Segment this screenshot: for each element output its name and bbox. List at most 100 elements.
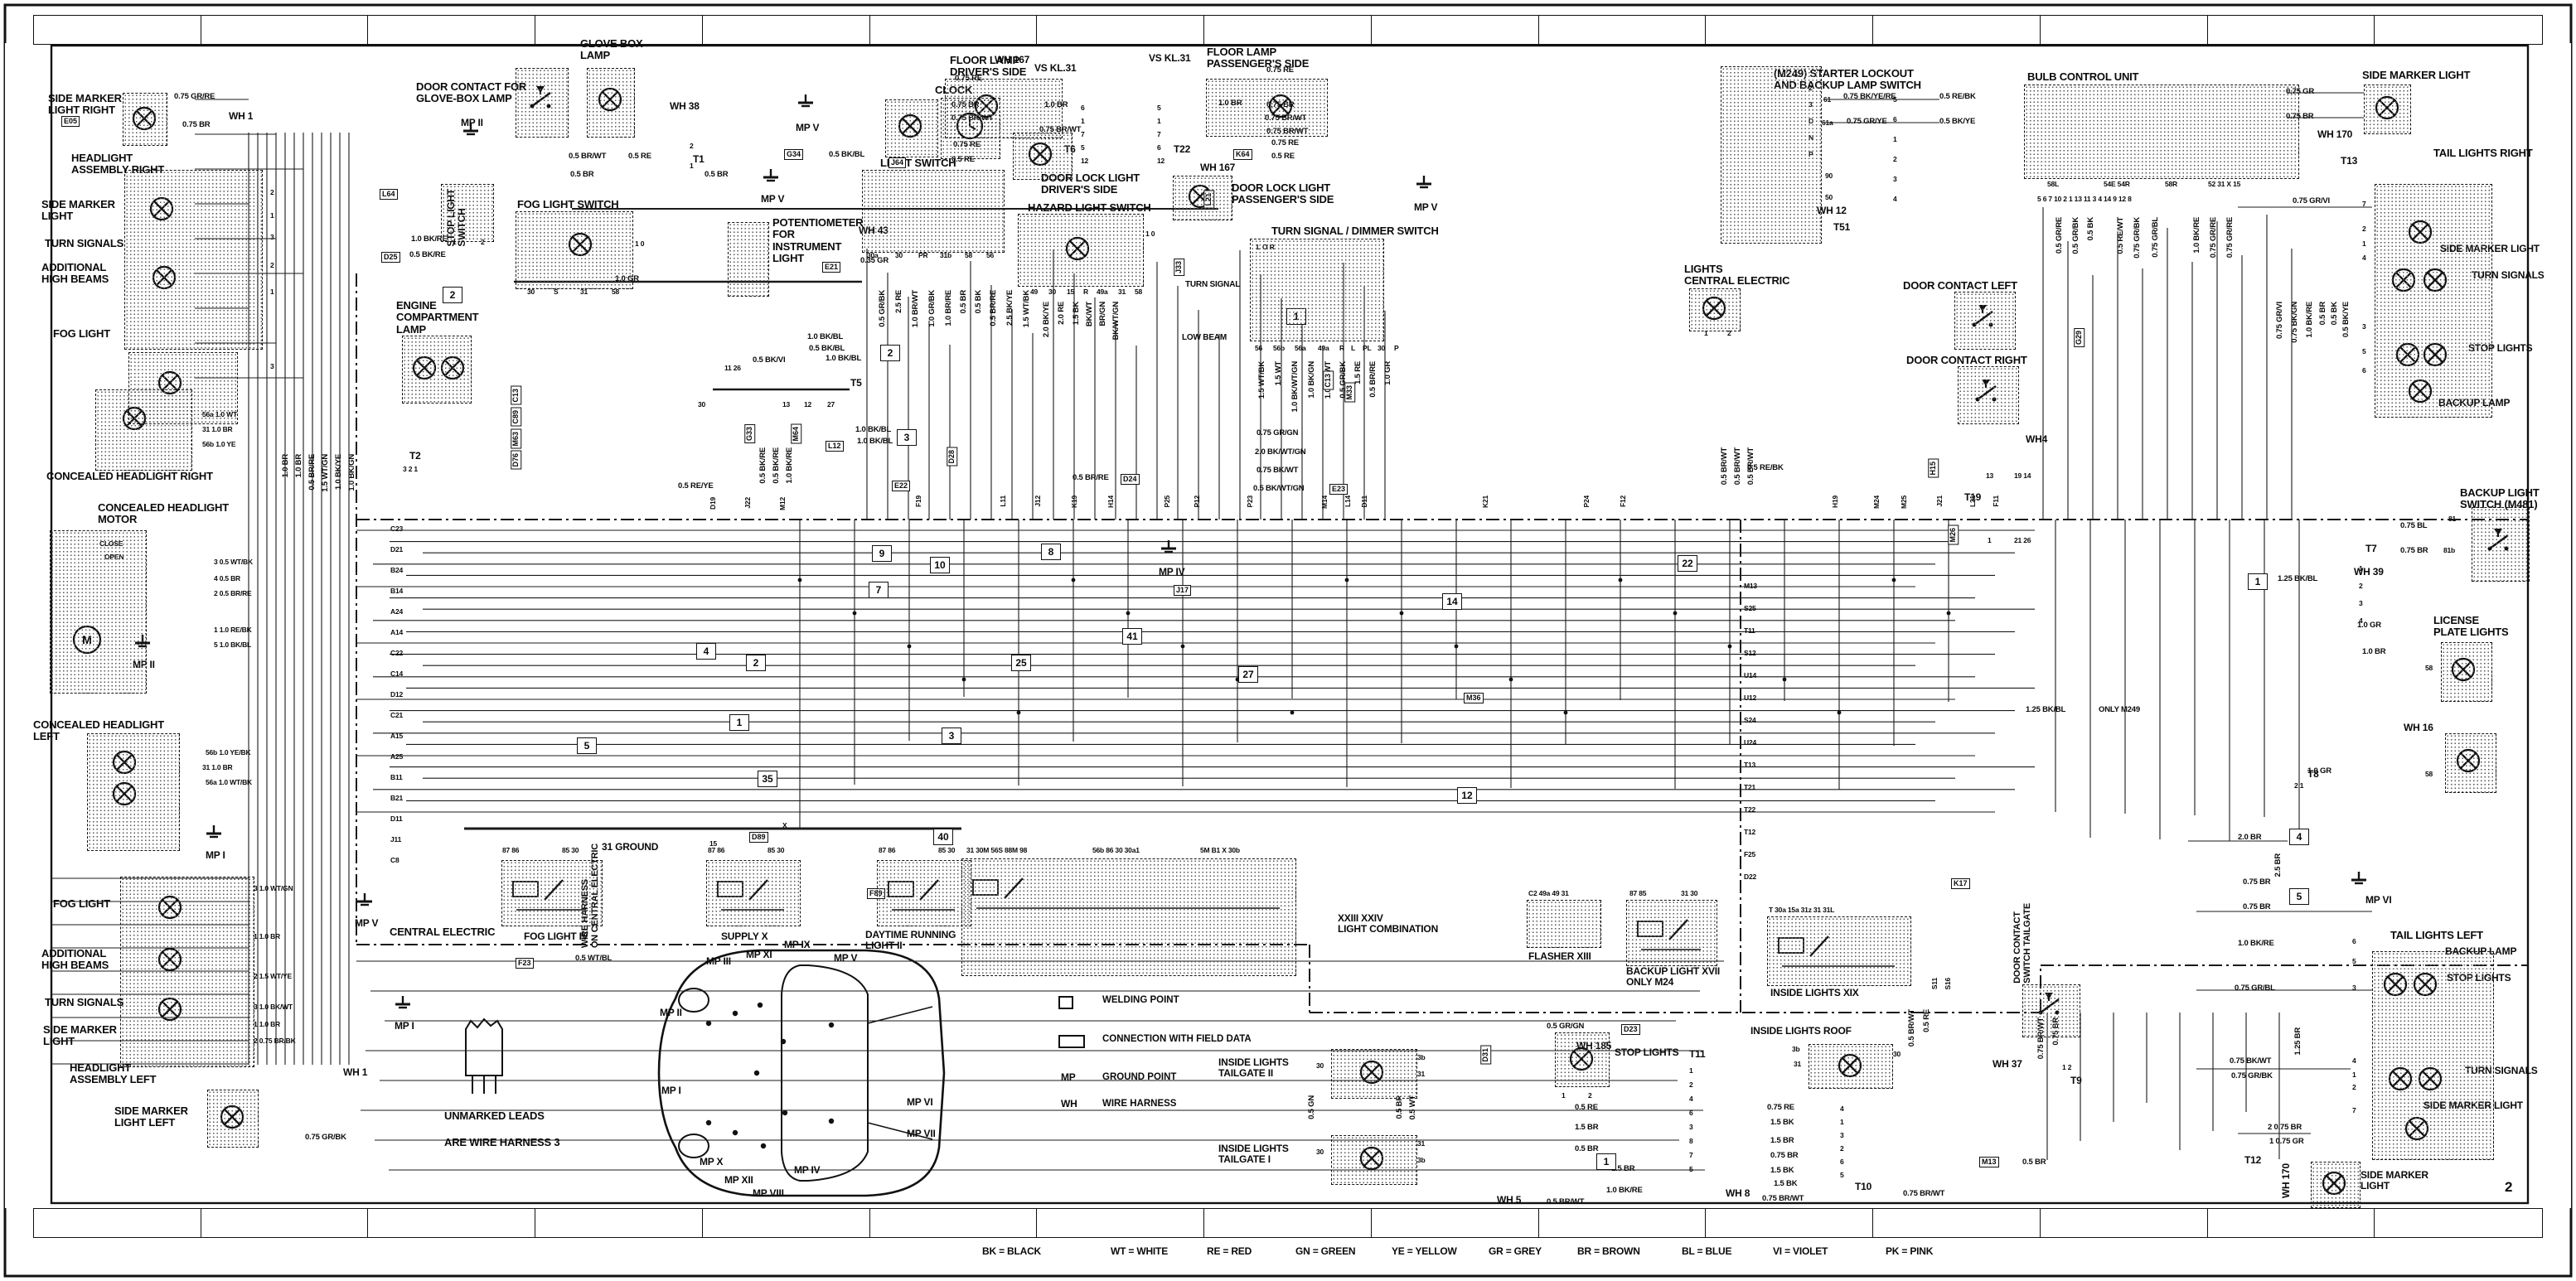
blk-517	[2024, 85, 2299, 179]
pin-315: C2 49a 49 31	[1528, 889, 1569, 897]
pin-309: 85 30	[767, 846, 785, 854]
hazard-switch-label: HAZARD LIGHT SWITCH	[1028, 201, 1151, 214]
vwire-403: 0.5 BR/WT	[1720, 447, 1729, 486]
mark-122: T9	[2070, 1075, 2082, 1086]
grid-col-K-bottom	[1537, 1208, 1707, 1238]
ground-icon	[206, 825, 221, 839]
cpin-431: C23 D21 B24 B14 A24 A14 C22 C14 D12 C21 …	[390, 524, 403, 864]
turn-signals-r-label: TURN SIGNALS	[45, 237, 124, 249]
refv-453-refbox: G29	[2074, 328, 2085, 348]
mark-143: MP XII	[724, 1174, 753, 1186]
pin-248: 58	[965, 251, 973, 259]
inside-roof-label: INSIDE LIGHTS ROOF	[1750, 1025, 1852, 1037]
vwire-348: 0.5 BR	[1395, 1095, 1404, 1119]
junction-box-5: 5	[2289, 888, 2309, 905]
blk-518	[2364, 85, 2411, 134]
vpin-418: P24	[1582, 495, 1591, 508]
vwire-379: 0.5 GR/RE	[2055, 217, 2064, 254]
grid-row-10-right	[2543, 1091, 2571, 1208]
vpin-414: M14	[1320, 495, 1329, 509]
mark-132: MP VI	[907, 1096, 933, 1108]
supply-x-label: SUPPLY X	[721, 931, 768, 942]
pin-321: 30	[1893, 1050, 1901, 1058]
pin-254: 49a	[1097, 288, 1108, 296]
vwire-391: 0.5 BR	[2318, 302, 2327, 326]
pin-221: 5 1.0 BK/BL	[214, 640, 252, 649]
mark-73: MP II	[461, 117, 483, 128]
pin-320: 31	[1794, 1060, 1802, 1068]
color-legend-bk: BK = BLACK	[982, 1245, 1042, 1257]
pin-247: 31b	[940, 251, 952, 259]
mark-124: WH 37	[1993, 1058, 2022, 1070]
vpin-411: P25	[1163, 495, 1171, 508]
pin-259: 56a	[1295, 344, 1306, 352]
vpin-427: J22	[743, 497, 752, 509]
fog-light-switch-label: FOG LIGHT SWITCH	[517, 198, 619, 210]
side-marker-r2-label: SIDE MARKER LIGHT	[41, 198, 115, 223]
vwire-396: 0.5 BR/RE	[307, 454, 317, 491]
refv-441-refbox: J33	[1174, 259, 1185, 277]
wire-190: 0.75 BR	[2243, 877, 2271, 887]
vwire-347: 0.5 GN	[1307, 1095, 1316, 1119]
ref-437-refbox: E21	[822, 262, 841, 273]
wire-336: 1.0 BK/RE	[1606, 1186, 1643, 1195]
vpin-419: F12	[1619, 495, 1627, 508]
vwire-354: 0.5 GR/BK	[878, 290, 887, 327]
daytime-label: DAYTIME RUNNING LIGHT II	[865, 929, 956, 952]
mark-75: WH 38	[670, 100, 700, 112]
pin-238: 1 0	[635, 239, 645, 248]
mark-90: WH 1	[343, 1066, 368, 1078]
refv-455-refbox: G33	[744, 424, 756, 444]
wire-204: 1.0 BR	[2362, 647, 2386, 656]
wire-158: 0.35 GR	[860, 256, 889, 265]
concealed-left-label: CONCEALED HEADLIGHT LEFT	[33, 718, 164, 743]
grid-col-O-bottom	[2206, 1208, 2376, 1238]
pin-226: 1 1.0 BR	[254, 932, 280, 940]
tailgate-ii-label: INSIDE LIGHTS TAILGATE II	[1218, 1056, 1289, 1080]
ref-434-refbox: L64	[380, 189, 398, 201]
blk-499	[207, 1090, 259, 1148]
color-legend-gr: GR = GREY	[1489, 1245, 1542, 1257]
pin-295: 6	[2352, 937, 2356, 945]
pin-324: 31	[1417, 1070, 1426, 1078]
pin-215: 31 1.0 BR	[202, 425, 233, 433]
vpin-423: J21	[1935, 495, 1944, 507]
tailgate-contact-label: DOOR CONTACT SWITCH TAILGATE	[2012, 903, 2033, 984]
pin-118: 13	[1986, 471, 1994, 480]
pin-257: 56	[1255, 344, 1263, 352]
vwire-404: 0.5 BR/WT	[1733, 447, 1742, 486]
vwire-359: 0.5 BR	[959, 290, 968, 314]
vpin-409: K19	[1070, 495, 1078, 508]
blk-515	[1689, 288, 1741, 331]
mark-86: MP I	[206, 849, 225, 861]
pin-303: 81b	[2443, 546, 2456, 554]
ref-450-refbox: D24	[1121, 474, 1140, 486]
central-electric-label: CENTRAL ELECTRIC	[390, 926, 496, 938]
inside-xix-label: INSIDE LIGHTS XIX	[1770, 987, 1859, 998]
blk-538	[2372, 951, 2494, 1160]
vwire-405: 0.5 BR/WT	[1746, 447, 1755, 486]
tailgate-i-label: INSIDE LIGHTS TAILGATE I	[1218, 1143, 1289, 1166]
blk-514	[1250, 239, 1384, 341]
vpin-421: M24	[1872, 495, 1881, 509]
vpin-406: F19	[914, 495, 922, 508]
refv-452-refbox: M26	[1948, 525, 1959, 545]
wire-211: 2.0 BK/WT/GN	[1255, 447, 1306, 457]
light-comb-label: XXIII XXIV LIGHT COMBINATION	[1338, 912, 1439, 935]
pin-81: 2	[690, 142, 694, 150]
ref-449-refbox: E22	[892, 481, 911, 492]
mark-91: T2	[409, 450, 421, 462]
pin-250: 49	[1030, 288, 1039, 296]
wire-200: 0.75 BL	[2400, 521, 2428, 530]
blk-497	[87, 733, 180, 851]
grid-row-2-left	[5, 159, 33, 277]
legend-prefix-mp: MP	[1061, 1071, 1076, 1083]
refv-445-refbox: C89	[511, 408, 522, 427]
junction-box-3: 3	[942, 728, 961, 744]
grid-row-1-left	[5, 43, 33, 160]
pin-329: 2	[1588, 1091, 1592, 1100]
junction-box-1: 1	[1596, 1153, 1616, 1170]
pin-228: 3 1.0 BK/WT	[254, 1003, 293, 1011]
vpin-407: L11	[999, 495, 1007, 507]
